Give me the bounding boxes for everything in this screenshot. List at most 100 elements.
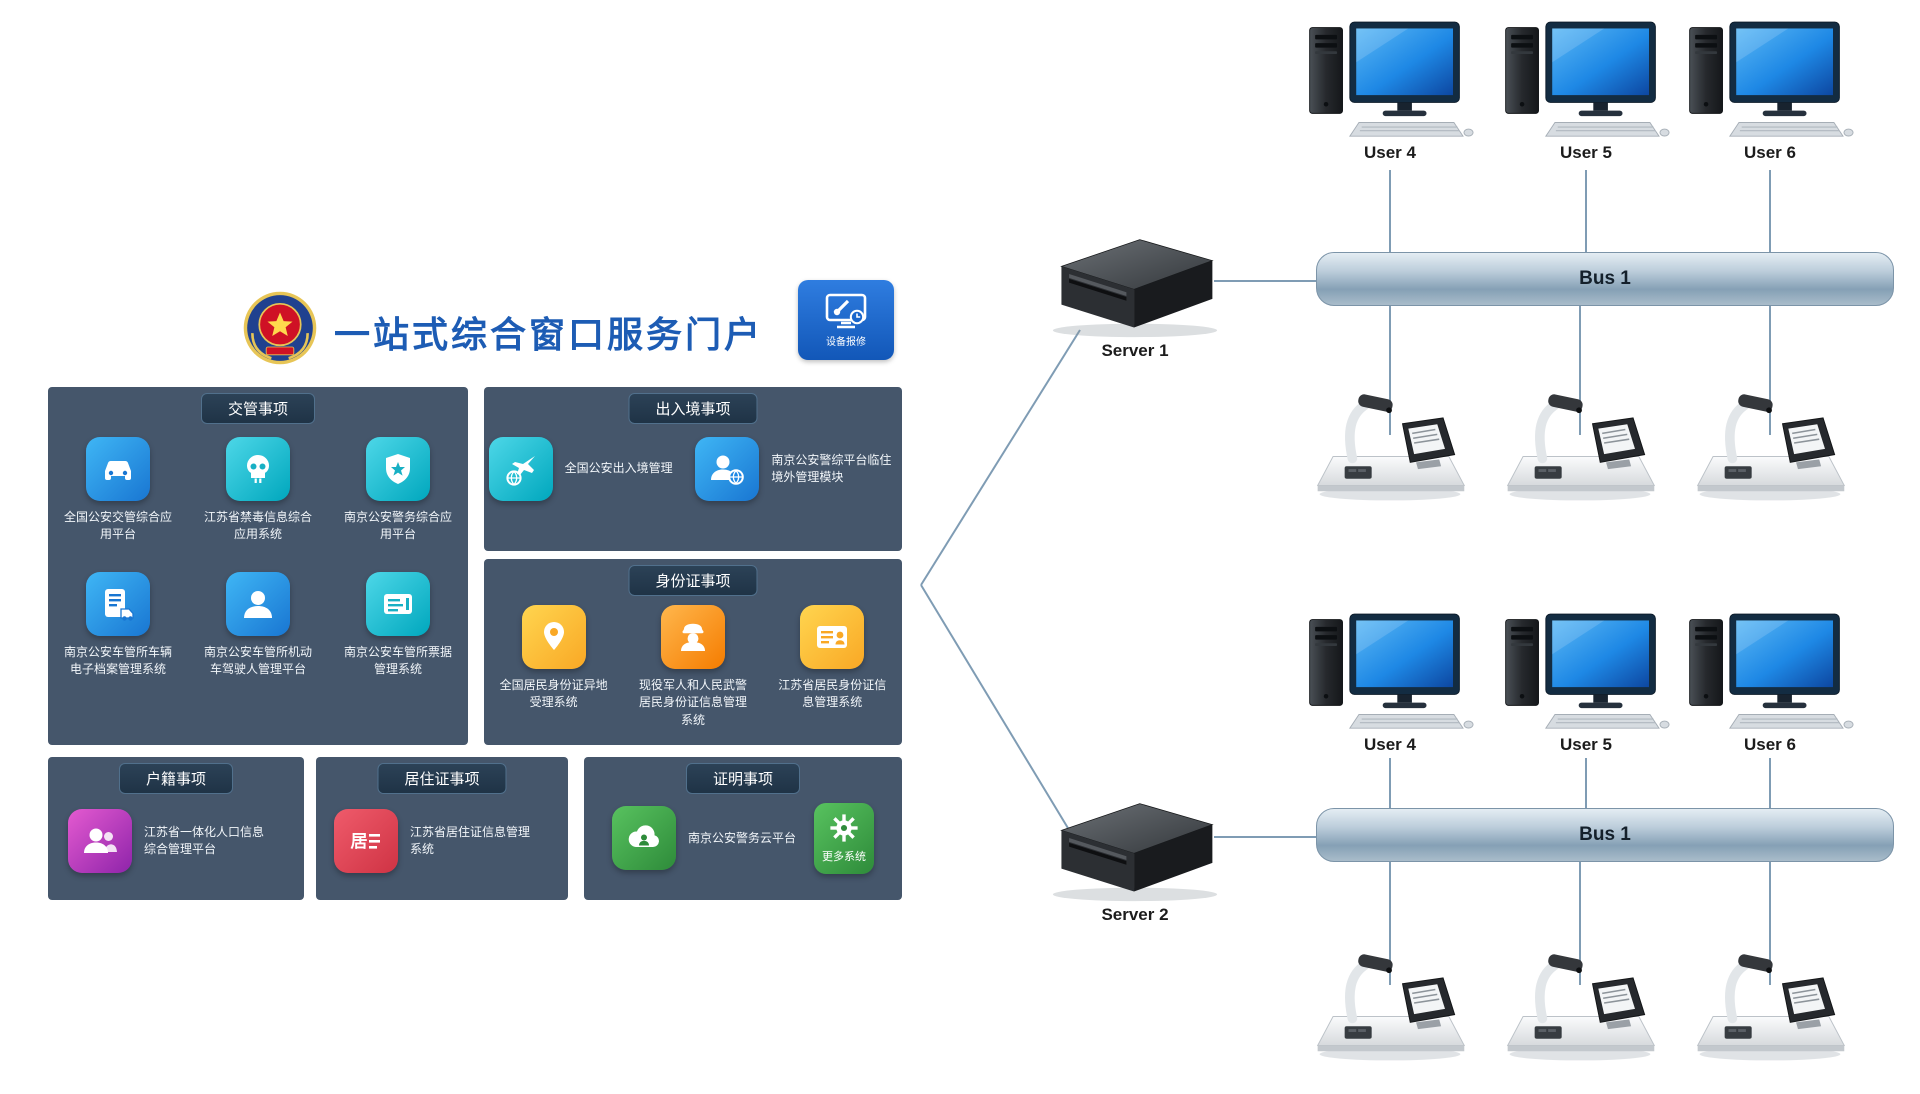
ticket-icon: [366, 571, 430, 636]
household-row: 江苏省一体化人口信息综合管理平台: [48, 809, 304, 873]
document-scanner-icon: [1498, 385, 1662, 503]
panel-household: 户籍事项 江苏省一体化人口信息综合管理平台: [48, 757, 304, 900]
app-tile-foreigner[interactable]: 南京公安警综平台临住境外管理模块: [695, 437, 897, 501]
app-tile-driver[interactable]: 南京公安车管所机动车驾驶人管理平台: [199, 571, 317, 679]
car-icon: [86, 437, 150, 501]
section-header-household: 户籍事项: [118, 763, 234, 794]
people-icon: [68, 809, 132, 873]
workstation-bottom-3: User 6: [1685, 612, 1855, 755]
app-tile-id-military[interactable]: 现役军人和人民武警居民身份证信息管理系统: [634, 605, 752, 729]
app-tile-id-remote[interactable]: 全国居民身份证异地受理系统: [495, 605, 613, 729]
shield-star-icon: [366, 437, 430, 501]
plane-globe-icon: [488, 437, 553, 501]
server-label: Server 1: [1101, 341, 1169, 360]
server-icon: [1044, 232, 1226, 339]
person-icon: [226, 571, 290, 636]
server-1: Server 1: [1040, 232, 1230, 361]
app-label: 南京公安车管所机动车驾驶人管理平台: [203, 644, 312, 677]
immigration-row: 全国公安出入境管理 南京公安警综平台临住境外管理模块: [484, 387, 902, 501]
workstation-label: User 5: [1560, 735, 1612, 754]
police-badge-icon: [243, 291, 317, 365]
portal-header: 一站式综合窗口服务门户 设备报修: [48, 280, 908, 386]
app-label: 南京公安警务综合应用平台: [343, 510, 452, 542]
gear-icon: [830, 814, 858, 842]
workstation-label: User 5: [1560, 143, 1612, 162]
app-tile-residence-permit[interactable]: 居 江苏省居住证信息管理系统: [334, 809, 568, 873]
app-label: 全国居民身份证异地受理系统: [499, 678, 608, 710]
app-label: 南京公安车管所车辆电子档案管理系统: [63, 644, 172, 677]
app-tile-more-systems[interactable]: 更多系统: [814, 803, 874, 874]
panel-idcard: 身份证事项 全国居民身份证异地受理系统 现役军人和人民武警居民身份证信息管理系统: [484, 559, 902, 745]
workstation-bottom-1: User 4: [1305, 612, 1475, 755]
app-tile-police-cloud[interactable]: 南京公安警务云平台: [612, 803, 814, 874]
app-label: 江苏省禁毒信息综合应用系统: [203, 510, 312, 542]
bus-1-top: Bus 1: [1316, 252, 1894, 306]
app-tile-population[interactable]: 江苏省一体化人口信息综合管理平台: [68, 809, 304, 873]
wire-portal-server2: [920, 584, 1081, 849]
residence-row: 居 江苏省居住证信息管理系统: [316, 809, 568, 873]
wire-portal-server1: [920, 329, 1081, 586]
bus-1-bottom: Bus 1: [1316, 808, 1894, 862]
traffic-grid: 全国公安交管综合应用平台 江苏省禁毒信息综合应用系统 南京公安警务综合应用平台: [48, 387, 468, 679]
monitor-wrench-icon: [825, 293, 867, 329]
id-card-icon: [800, 605, 865, 669]
section-header-traffic: 交管事项: [200, 393, 316, 424]
app-label: 江苏省一体化人口信息综合管理平台: [144, 824, 265, 856]
workstation-top-1: User 4: [1305, 20, 1475, 163]
workstation-label: User 4: [1364, 143, 1416, 162]
repair-button-label: 设备报修: [826, 337, 866, 348]
bus-label: Bus 1: [1579, 268, 1631, 289]
document-scanner-bottom-1: [1305, 945, 1475, 1063]
app-tile-ticket[interactable]: 南京公安车管所票据管理系统: [339, 571, 457, 679]
document-scanner-icon: [1308, 385, 1472, 503]
server-2: Server 2: [1040, 796, 1230, 925]
app-label: 南京公安警务云平台: [688, 830, 797, 845]
app-label: 全国公安交管综合应用平台: [63, 510, 172, 542]
app-label: 南京公安车管所票据管理系统: [343, 644, 452, 677]
bus-label: Bus 1: [1579, 824, 1631, 845]
app-tile-traffic-national[interactable]: 全国公安交管综合应用平台: [59, 437, 177, 544]
panel-certificate: 证明事项 南京公安警务云平台: [584, 757, 902, 900]
idcard-grid: 全国居民身份证异地受理系统 现役军人和人民武警居民身份证信息管理系统 江苏省居民…: [484, 559, 902, 729]
workstation-label: User 6: [1744, 143, 1796, 162]
desktop-computer-icon: [1306, 612, 1474, 733]
app-tile-id-province[interactable]: 江苏省居民身份证信息管理系统: [773, 605, 891, 729]
svg-text:居: 居: [351, 832, 368, 851]
location-pin-icon: [521, 605, 586, 669]
desktop-computer-icon: [1502, 612, 1670, 733]
residence-card-icon: 居: [334, 809, 398, 873]
document-scanner-top-2: [1495, 385, 1665, 503]
desktop-computer-icon: [1686, 20, 1854, 141]
person-globe-icon: [695, 437, 760, 501]
app-label: 南京公安警综平台临住境外管理模块: [771, 452, 892, 484]
server-icon: [1044, 796, 1226, 903]
app-label: 江苏省居住证信息管理系统: [410, 824, 531, 856]
section-header-certificate: 证明事项: [685, 763, 801, 794]
panel-immigration: 出入境事项 全国公安出入境管理 南京公安警综平台临住境外管理模块: [484, 387, 902, 551]
workstation-top-2: User 5: [1501, 20, 1671, 163]
desktop-computer-icon: [1306, 20, 1474, 141]
vehicle-file-icon: [86, 571, 150, 636]
app-label: 现役军人和人民武警居民身份证信息管理系统: [638, 678, 747, 727]
app-tile-antidrug[interactable]: 江苏省禁毒信息综合应用系统: [199, 437, 317, 544]
server-label: Server 2: [1101, 905, 1169, 924]
service-portal: 一站式综合窗口服务门户 设备报修 交管事项: [48, 280, 908, 908]
section-header-residence: 居住证事项: [377, 763, 507, 794]
app-tile-exit-entry[interactable]: 全国公安出入境管理: [488, 437, 691, 501]
document-scanner-icon: [1688, 385, 1852, 503]
app-label: 更多系统: [822, 851, 866, 863]
app-tile-police-platform[interactable]: 南京公安警务综合应用平台: [339, 437, 457, 544]
app-label: 全国公安出入境管理: [564, 461, 673, 476]
desktop-computer-icon: [1502, 20, 1670, 141]
certificate-row: 南京公安警务云平台: [584, 757, 902, 874]
workstation-top-3: User 6: [1685, 20, 1855, 163]
cloud-officer-icon: [612, 806, 676, 871]
document-scanner-top-1: [1305, 385, 1475, 503]
panel-residence: 居住证事项 居 江苏省居住证信息管理系统: [316, 757, 568, 900]
document-scanner-bottom-2: [1495, 945, 1665, 1063]
skull-icon: [226, 437, 290, 501]
section-header-idcard: 身份证事项: [628, 565, 758, 596]
repair-button[interactable]: 设备报修: [798, 280, 894, 360]
app-tile-vehicle-file[interactable]: 南京公安车管所车辆电子档案管理系统: [59, 571, 177, 679]
